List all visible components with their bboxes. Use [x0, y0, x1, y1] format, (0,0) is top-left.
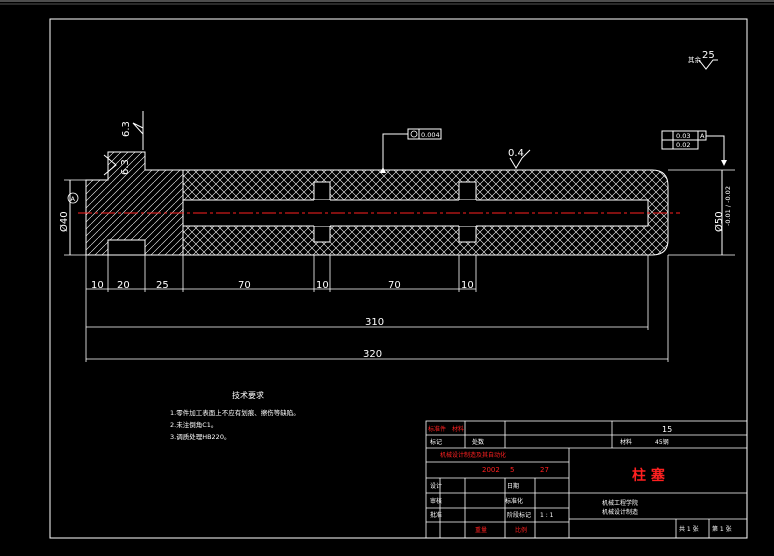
tolerance-left-value: 0.004 — [421, 131, 440, 139]
drawing-frame — [49, 18, 748, 539]
roughness-left-a: 6.3 — [121, 121, 132, 137]
tb-school-line2: 机械设计制造 — [602, 508, 638, 516]
dim-70-a: 70 — [238, 280, 251, 291]
left-cavity — [107, 239, 146, 256]
roughness-rest-value: 25 — [702, 50, 715, 61]
tb-weight-label: 重量 — [475, 526, 487, 534]
dim-310: 310 — [365, 317, 384, 328]
tb-mark-label: 标记 — [430, 438, 442, 446]
diameter-left-label: Ø40 — [58, 211, 70, 232]
note-item-3: 3.调质处理HB220。 — [170, 432, 230, 441]
dim-10-c: 10 — [461, 280, 474, 291]
title-block — [425, 420, 748, 539]
roughness-top-right: 其余 25 — [688, 50, 718, 70]
roughness-mid-value: 0.4 — [508, 148, 524, 159]
roughness-left-b: 6.3 — [120, 159, 131, 175]
tb-stage-label: 阶段标记 — [507, 511, 531, 519]
roughness-top-mid: 0.4 — [508, 148, 531, 169]
tb-part-name: 柱 塞 — [632, 467, 666, 484]
dim-10-b: 10 — [316, 280, 329, 291]
note-item-2: 2.未注倒角C1。 — [170, 420, 217, 429]
tb-sheet-total: 共 1 张 — [679, 525, 699, 533]
dim-70-b: 70 — [388, 280, 401, 291]
diameter-right-label: Ø50 — [713, 211, 725, 232]
tb-material-value: 45钢 — [655, 438, 669, 446]
title-block-text: 标准件 材料 标记 处数 15 材料 45钢 机械设计制造及其自动化 2002 … — [428, 425, 732, 534]
tb-quantity: 15 — [662, 425, 672, 434]
tb-date-month: 5 — [510, 466, 514, 474]
tb-banner: 机械设计制造及其自动化 — [440, 451, 506, 459]
technical-notes: 技术要求 1.零件加工表面上不应有划痕、擦伤等缺陷。 2.未注倒角C1。 3.调… — [170, 390, 300, 441]
dim-25: 25 — [156, 280, 169, 291]
segment-dimensions: 10 20 25 70 10 70 10 310 320 — [85, 255, 669, 362]
tolerance-right-row1: 0.03 — [676, 132, 690, 140]
dim-320: 320 — [363, 349, 382, 360]
tolerance-right-datum: A — [700, 132, 705, 140]
tb-material-label: 材料 — [620, 438, 632, 446]
tb-date-day: 27 — [540, 466, 549, 474]
tb-school-line1: 机械工程学院 — [602, 499, 638, 507]
dim-20: 20 — [117, 280, 130, 291]
tb-date-year: 2002 — [482, 466, 500, 474]
tb-standard-label: 标准化 — [505, 497, 523, 505]
diameter-right-tolerance: -0.01 / -0.02 — [724, 186, 732, 226]
diameter-right: Ø50 -0.01 / -0.02 — [668, 169, 735, 256]
roughness-rest-label: 其余 — [688, 55, 702, 64]
datum-a-label: A — [71, 195, 76, 203]
tb-checker-row: 审核 — [430, 497, 442, 505]
tb-sheet-number: 第 1 张 — [712, 525, 732, 533]
dim-10-a: 10 — [91, 280, 104, 291]
tolerance-right-row2: 0.02 — [676, 141, 690, 149]
tb-header-red-2: 材料 — [452, 425, 464, 433]
tb-designer-row: 设计 — [430, 482, 442, 490]
tb-date-label: 日期 — [507, 482, 519, 490]
tb-scale-label: 比例 — [515, 526, 527, 534]
diameter-left: A Ø40 — [58, 179, 86, 256]
tb-header-red-1: 标准件 — [428, 425, 446, 433]
tb-count-label: 处数 — [472, 438, 484, 446]
tolerance-left: 0.004 — [380, 128, 442, 173]
tb-approve-row: 批准 — [430, 511, 442, 519]
tb-scale-value: 1 : 1 — [540, 512, 554, 519]
note-item-1: 1.零件加工表面上不应有划痕、擦伤等缺陷。 — [170, 408, 300, 417]
tolerance-right: 0.03 A 0.02 — [661, 130, 727, 166]
roughness-left: 6.3 6.3 — [103, 111, 144, 176]
notes-title: 技术要求 — [232, 390, 264, 400]
shaft-part — [78, 151, 680, 256]
